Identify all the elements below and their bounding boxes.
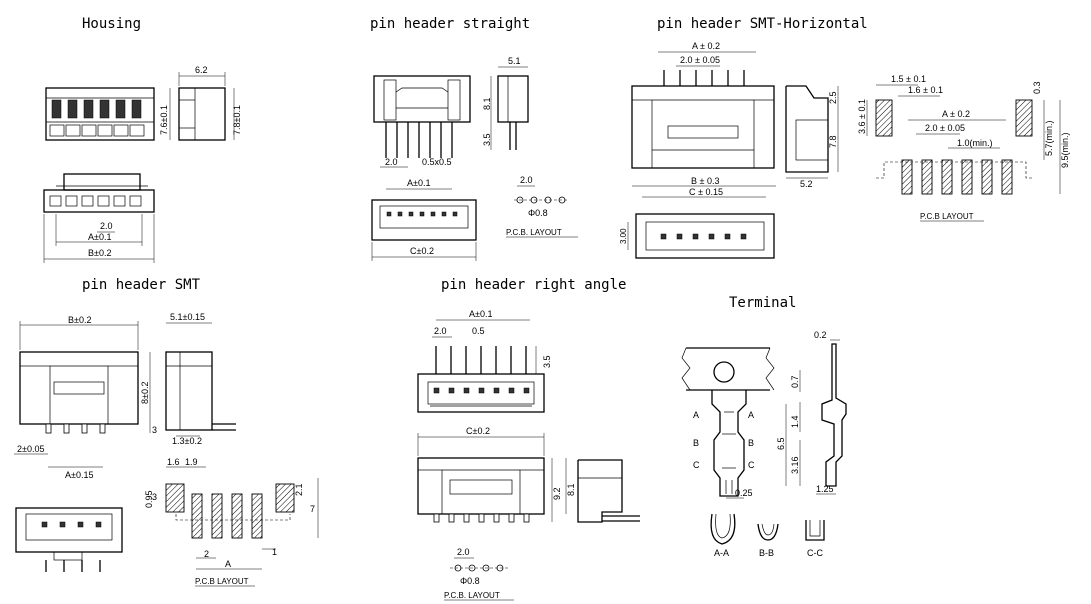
- smt-pcb-2: 2: [204, 549, 209, 559]
- ra-dim-8-1: 8.1: [566, 483, 576, 496]
- title-pin-header-right-angle: pin header right angle: [441, 277, 626, 293]
- title-pin-header-smt-horizontal: pin header SMT-Horizontal: [657, 16, 868, 32]
- straight-dim-a: A±0.1: [407, 178, 430, 188]
- terminal-section-b-left: B: [693, 438, 699, 448]
- straight-pcb-label: P.C.B. LAYOUT: [506, 228, 562, 237]
- ra-dim-pitch: 2.0: [434, 326, 447, 336]
- straight-dim-c: C±0.2: [410, 246, 434, 256]
- terminal-section-c-right: C: [748, 460, 755, 470]
- smt-pcb-1-9: 1.9: [185, 457, 198, 467]
- smt-dim-3: 3: [152, 425, 157, 435]
- smt-h-dim-b: B ± 0.3: [691, 176, 719, 186]
- smt-h-dim-pitch: 2.0 ± 0.05: [680, 55, 720, 65]
- terminal-section-bb: B-B: [759, 548, 774, 558]
- smt-h-pcb-1-0: 1.0(min.): [957, 138, 993, 148]
- straight-pcb-pitch: 2.0: [520, 175, 533, 185]
- ra-dim-9-2: 9.2: [552, 487, 562, 500]
- terminal-section-b-right: B: [748, 438, 754, 448]
- smt-h-pcb-a: A ± 0.2: [942, 109, 970, 119]
- ra-dim-c: C±0.2: [466, 426, 490, 436]
- smt-pcb-a: A: [225, 559, 231, 569]
- straight-dim-pin: 0.5x0.5: [422, 157, 452, 167]
- smt-pcb-label: P.C.B LAYOUT: [195, 577, 249, 586]
- straight-dim-5-1: 5.1: [508, 56, 521, 66]
- housing-dim-pitch: 2.0: [100, 221, 113, 231]
- smt-pcb-1-6: 1.6: [167, 457, 180, 467]
- smt-dim-8: 8±0.2: [140, 382, 150, 404]
- ra-dim-a: A±0.1: [469, 309, 492, 319]
- ra-dim-pin: 0.5: [472, 326, 485, 336]
- right-angle-drawing: A±0.1 2.0 0.5 3.5 C±0: [417, 309, 640, 601]
- housing-drawing: 6.2 7.6±0.1 7.8±0.1 2.0 A±0.1 B±0.2: [43, 65, 242, 263]
- smt-h-pcb-1-6: 1.6 ± 0.1: [908, 85, 943, 95]
- smt-h-pcb-1-5: 1.5 ± 0.1: [891, 74, 926, 84]
- smt-dim-a: A±0.15: [65, 470, 93, 480]
- housing-dim-a: A±0.1: [88, 232, 111, 242]
- smt-pcb-3: 3: [152, 492, 157, 502]
- title-pin-header-straight: pin header straight: [370, 16, 530, 32]
- ra-pcb-label: P.C.B. LAYOUT: [444, 591, 500, 600]
- straight-pcb-hole: Φ0.8: [528, 208, 548, 218]
- title-housing: Housing: [82, 16, 141, 32]
- smt-h-pcb-label: P.C.B LAYOUT: [920, 212, 974, 221]
- housing-dim-6-2: 6.2: [195, 65, 208, 75]
- ra-pcb-pitch: 2.0: [457, 547, 470, 557]
- housing-dim-b: B±0.2: [88, 248, 111, 258]
- housing-dim-7-8: 7.8±0.1: [232, 105, 242, 135]
- smt-dim-b: B±0.2: [68, 315, 91, 325]
- terminal-section-cc: C-C: [807, 548, 823, 558]
- terminal-drawing: A A B B C C 0.25 0.2 0.7 1.4 6.5 3.16 1.…: [681, 330, 847, 558]
- ra-pcb-hole: Φ0.8: [460, 576, 480, 586]
- terminal-section-a-right: A: [748, 410, 754, 420]
- straight-dim-pitch: 2.0: [385, 157, 398, 167]
- smt-dim-pitch: 2±0.05: [17, 444, 44, 454]
- smt-h-pcb-0-3: 0.3: [1032, 81, 1042, 94]
- smt-pcb-2-1: 2.1: [294, 483, 304, 496]
- terminal-dim-0-2: 0.2: [814, 330, 827, 340]
- ra-dim-3-5: 3.5: [542, 355, 552, 368]
- title-pin-header-smt: pin header SMT: [82, 277, 201, 293]
- terminal-section-c-left: C: [693, 460, 700, 470]
- smt-dim-5-1: 5.1±0.15: [170, 312, 205, 322]
- terminal-dim-1-25: 1.25: [816, 484, 834, 494]
- smt-h-dim-c: C ± 0.15: [689, 187, 723, 197]
- smt-dim-1-3: 1.3±0.2: [172, 436, 202, 446]
- title-terminal: Terminal: [729, 295, 796, 311]
- terminal-dim-1-4: 1.4: [790, 415, 800, 428]
- straight-dim-3-5: 3.5: [482, 133, 492, 146]
- straight-drawing: 5.1 8.1 3.5 2.0 0.5x0.5 A±0.1 C±0.2 2.0: [371, 56, 578, 261]
- terminal-dim-0-25: 0.25: [735, 488, 753, 498]
- terminal-dim-6-5: 6.5: [776, 437, 786, 450]
- smt-drawing: B±0.2 8±0.2 3 5.1±0.15 1.3±0.2 2±0.05 A±…: [14, 312, 319, 587]
- smt-h-pcb-pitch: 2.0 ± 0.05: [925, 123, 965, 133]
- smt-h-pcb-3-6: 3.6 ± 0.1: [857, 99, 867, 134]
- smt-h-pcb-9-5: 9.5(min.): [1060, 132, 1070, 168]
- smt-h-dim-a: A ± 0.2: [692, 41, 720, 51]
- terminal-dim-3-16: 3.16: [790, 456, 800, 474]
- terminal-dim-0-7: 0.7: [790, 375, 800, 388]
- smt-h-dim-2-5: 2.5: [828, 91, 838, 104]
- smt-h-dim-7-8: 7.8: [828, 135, 838, 148]
- smt-pcb-7: 7: [310, 504, 315, 514]
- smt-h-dim-3-00: 3.00: [619, 228, 628, 244]
- smt-pcb-0-95: 0.95: [144, 490, 154, 508]
- smt-h-pcb-5-7: 5.7(min.): [1044, 120, 1054, 156]
- housing-dim-7-6: 7.6±0.1: [159, 105, 169, 135]
- terminal-section-aa: A-A: [714, 548, 729, 558]
- straight-dim-8-1: 8.1: [482, 97, 492, 110]
- smt-horizontal-drawing: A ± 0.2 2.0 ± 0.05 2.5 7.8 5.2 B ± 0.3: [619, 41, 1070, 259]
- smt-pcb-1: 1: [272, 547, 277, 557]
- terminal-section-a-left: A: [693, 410, 699, 420]
- smt-h-dim-5-2: 5.2: [800, 179, 813, 189]
